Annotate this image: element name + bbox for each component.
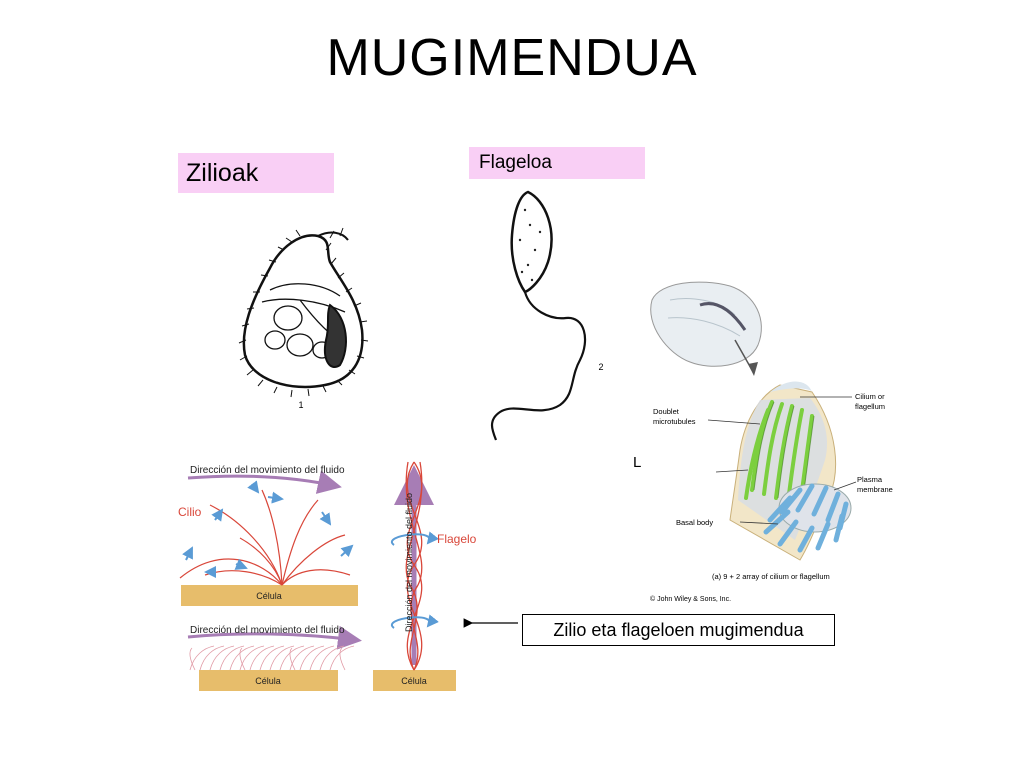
flagelo-motion-diagram (373, 461, 456, 691)
wave-fluid-direction-label: Dirección del movimiento del fluido (190, 625, 345, 636)
plasma-membrane-label-1: Plasma (857, 475, 883, 484)
structure-letter: L (633, 454, 641, 471)
plasma-membrane-label-2: membrane (857, 485, 893, 494)
wave-cell-label: Célula (255, 676, 281, 686)
slide-title: MUGIMENDUA (326, 29, 698, 87)
cilium-or-flagellum-label-1: Cilium or (855, 392, 885, 401)
metachronal-wave-diagram (187, 625, 362, 691)
copyright-text: © John Wiley & Sons, Inc. (650, 595, 731, 603)
flagella-label: Flageloa (469, 147, 645, 179)
doublet-microtubules-label-2: microtubules (653, 417, 696, 426)
cilium-structure-illustration (650, 281, 857, 561)
array-caption: (a) 9 + 2 array of cilium or flagellum (712, 572, 830, 581)
cilio-motion-diagram (179, 470, 358, 606)
caption-box: Zilio eta flageloen mugimendua (522, 614, 835, 646)
flagellate-drawing (490, 190, 587, 441)
cilio-fluid-direction-label: Dirección del movimiento del fluido (190, 465, 345, 476)
flagelo-fluid-direction-label: Dirección del movimiento del fluido (404, 493, 414, 632)
cilio-label: Cilio (178, 505, 202, 519)
flagelo-label: Flagelo (437, 532, 477, 546)
flagellate-figure-number: 2 (598, 362, 603, 372)
doublet-microtubules-label-1: Doublet (653, 407, 680, 416)
cilio-cell-label: Célula (256, 591, 282, 601)
ciliate-figure-number: 1 (298, 400, 303, 410)
ciliate-drawing (238, 227, 369, 398)
cilium-or-flagellum-label-2: flagellum (855, 402, 885, 411)
basal-body-label: Basal body (676, 518, 713, 527)
flagelo-cell-label: Célula (401, 676, 427, 686)
cilia-label: Zilioak (178, 153, 334, 193)
